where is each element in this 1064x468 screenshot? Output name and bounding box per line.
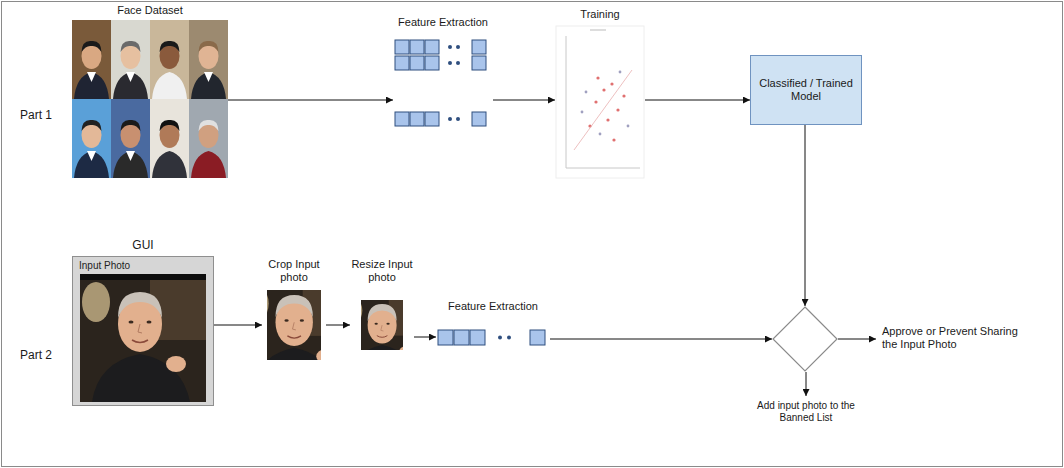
cropped-photo: [267, 290, 321, 360]
node-text: Add input photo to the Banned List: [756, 400, 856, 424]
process-box: Classified / Trained Model: [750, 55, 862, 125]
output-text: Approve or Prevent Sharing the Input Pho…: [876, 325, 1026, 351]
gui-window: GUI Input Photo: [72, 238, 214, 406]
window-caption: Input Photo: [73, 257, 213, 275]
part-label: Part 2: [20, 348, 52, 362]
feature-vector: [395, 40, 486, 126]
image-group: Crop Input photo: [262, 258, 326, 360]
node-heading: Feature Extraction: [393, 16, 493, 29]
flow-arrow: [228, 100, 393, 101]
flow-arrow: [645, 100, 750, 101]
flow-arrow: [414, 337, 436, 338]
image-group: Face Dataset: [72, 4, 228, 177]
plot-group: Training: [555, 8, 645, 178]
node-heading: Face Dataset: [72, 4, 228, 17]
node-text: Approve or Prevent Sharing the Input Pho…: [882, 325, 1026, 351]
decision-diamond: [772, 306, 838, 372]
window-title: GUI: [72, 238, 214, 252]
flow-arrow: [214, 325, 262, 326]
flow-arrow: [326, 325, 350, 326]
window-ground: [72, 256, 214, 406]
node-heading: Feature Extraction: [436, 300, 550, 313]
feature-vector: [438, 330, 545, 345]
face-photo: [72, 20, 228, 178]
box-label: Classified / Trained Model: [759, 77, 853, 103]
image-group: Resize Input photo: [350, 258, 414, 350]
feature-group: Feature Extraction: [393, 16, 493, 131]
flow-arrow: [838, 339, 876, 340]
training-plot: [556, 26, 644, 178]
node-heading: Resize Input photo: [350, 258, 414, 284]
node-heading: Crop Input photo: [262, 258, 326, 284]
ellipsis-dots: [448, 45, 460, 121]
diamond-outline: [772, 306, 838, 372]
ellipsis-dots: [498, 336, 511, 340]
resized-photo: [361, 300, 403, 350]
output-text: Add input photo to the Banned List: [756, 396, 856, 424]
flow-arrow: [805, 125, 806, 306]
flow-arrow: [550, 339, 772, 340]
node-heading: Training: [555, 8, 645, 21]
flow-arrow: [493, 100, 555, 101]
window-frame: Input Photo: [72, 256, 214, 406]
flow-arrow: [806, 372, 807, 396]
input-photo: [80, 274, 206, 402]
feature-group: Feature Extraction: [436, 300, 550, 345]
part-label: Part 1: [20, 108, 52, 122]
